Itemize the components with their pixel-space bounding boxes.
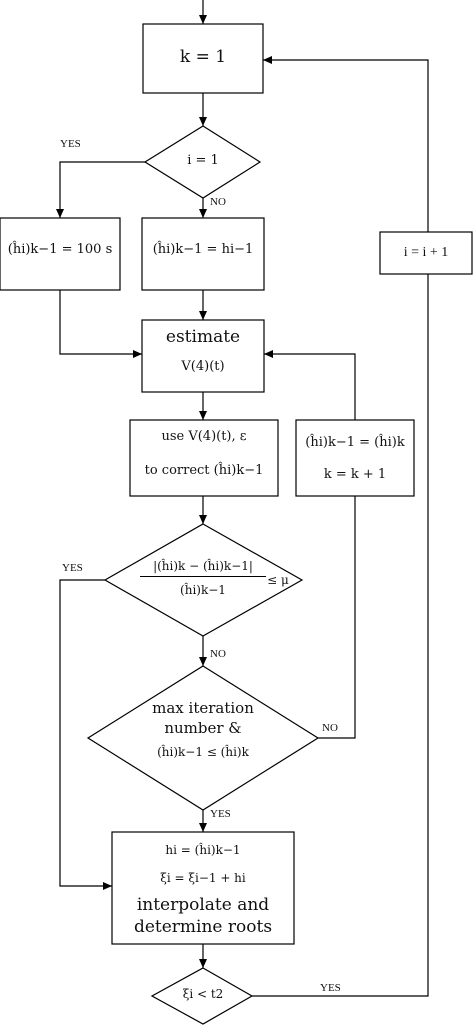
use-correct-box: [129, 419, 279, 497]
update-label-1: (ĥi)k−1 = (ĥi)k: [305, 435, 405, 450]
yes-label-2: YES: [62, 562, 83, 574]
max-label-1: max iteration: [152, 699, 254, 717]
estimate-label: estimate: [165, 327, 241, 347]
i-increment-label: i = i + 1: [403, 245, 449, 260]
max-label-2: number &: [164, 719, 242, 737]
final-label-2: ξi = ξi−1 + hi: [160, 871, 246, 885]
no-label-2: NO: [210, 648, 226, 660]
xi-check-label: ξi < t2: [182, 987, 224, 1001]
no-label-3: NO: [322, 722, 338, 734]
no-init-label: (ĥi)k−1 = hi−1: [152, 242, 254, 257]
conv-rhs: ≤ μ: [267, 573, 289, 587]
yes-label-4: YES: [320, 982, 341, 994]
update-box: [295, 419, 415, 497]
yes-label-1: YES: [60, 138, 81, 150]
conv-numerator: |(ĥi)k − (ĥi)k−1|: [140, 559, 266, 577]
use-label: use V(4)(t), ε: [161, 429, 247, 444]
final-label-1: hi = (ĥi)k−1: [165, 843, 241, 857]
max-iteration-diamond: [86, 665, 320, 811]
no-label-1: NO: [210, 196, 226, 208]
conv-denominator: (ĥi)k−1: [180, 583, 226, 597]
yes-init-label: (ĥi)k−1 = 100 s: [7, 242, 113, 257]
update-label-2: k = k + 1: [323, 467, 387, 482]
final-label-3: interpolate and: [136, 895, 270, 915]
max-label-3: (ĥi)k−1 ≤ (ĥi)k: [157, 745, 249, 759]
correct-label: to correct (ĥi)k−1: [144, 463, 264, 478]
yes-label-3: YES: [210, 808, 231, 820]
k-init-label: k = 1: [179, 47, 227, 67]
estimate-v-label: V(4)(t): [181, 359, 225, 374]
final-label-4: determine roots: [133, 917, 273, 937]
i-check-label: i = 1: [187, 153, 219, 168]
xi-check-diamond: [150, 967, 254, 1025]
i-increment-box: [379, 231, 473, 275]
